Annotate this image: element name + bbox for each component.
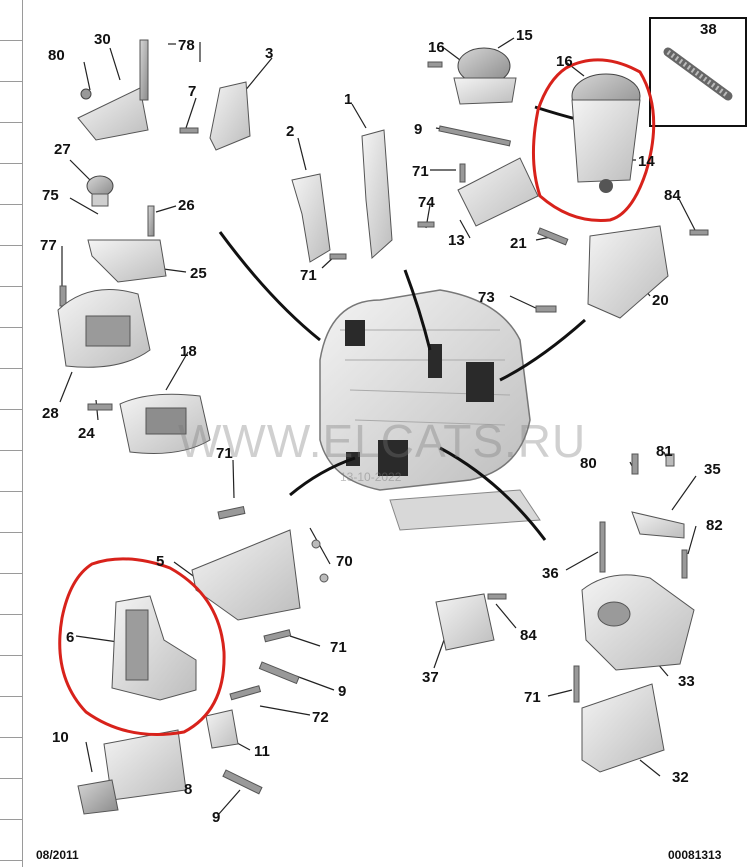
label-84-top: 84 — [664, 187, 681, 204]
strip-divider — [0, 368, 22, 369]
label-27: 27 — [54, 141, 71, 158]
label-9-top: 9 — [414, 121, 422, 138]
label-32: 32 — [672, 769, 689, 786]
strip-divider — [0, 204, 22, 205]
strip-divider — [0, 286, 22, 287]
inset-box-38 — [649, 17, 747, 127]
strip-divider — [0, 327, 22, 328]
strip-divider — [0, 737, 22, 738]
strip-divider — [0, 573, 22, 574]
label-36: 36 — [542, 565, 559, 582]
strip-divider — [0, 81, 22, 82]
watermark-date: 13-10-2022 — [340, 470, 402, 484]
label-77: 77 — [40, 237, 57, 254]
footer-reference-number: 00081313 — [668, 848, 722, 862]
strip-divider — [0, 491, 22, 492]
label-2: 2 — [286, 123, 294, 140]
strip-divider — [0, 450, 22, 451]
label-78: 78 — [178, 37, 195, 54]
label-11: 11 — [254, 743, 270, 760]
label-33: 33 — [678, 673, 695, 690]
label-13: 13 — [448, 232, 465, 249]
strip-divider — [0, 409, 22, 410]
label-71-right-of-6: 71 — [330, 639, 347, 656]
label-10: 10 — [52, 729, 69, 746]
strip-divider — [0, 778, 22, 779]
strip-divider — [0, 245, 22, 246]
mount-stack-25-28 — [57, 175, 167, 368]
label-26: 26 — [178, 197, 195, 214]
label-37: 37 — [422, 669, 439, 686]
bracket-part-32 — [573, 665, 665, 773]
bracket-part-5 — [191, 506, 329, 685]
mount-part-6 — [111, 595, 197, 701]
highlight-ring-part-14 — [532, 58, 656, 222]
label-14: 14 — [638, 153, 655, 170]
label-72: 72 — [312, 709, 329, 726]
bracket-parts-1-2-3 — [179, 81, 435, 263]
label-35: 35 — [704, 461, 721, 478]
mount-part-37 — [435, 593, 507, 651]
label-8: 8 — [184, 781, 192, 798]
strip-divider — [0, 819, 22, 820]
label-30: 30 — [94, 31, 111, 48]
label-15: 15 — [516, 27, 533, 44]
highlight-ring-part-6 — [58, 557, 226, 736]
strip-divider — [0, 532, 22, 533]
label-5: 5 — [156, 553, 164, 570]
label-80-right: 80 — [580, 455, 597, 472]
label-84-bottom: 84 — [520, 627, 537, 644]
bracket-parts-8-10-11 — [77, 685, 263, 815]
label-71-top: 71 — [412, 163, 429, 180]
label-16-right: 16 — [556, 53, 573, 70]
strip-divider — [0, 860, 22, 861]
label-1: 1 — [344, 91, 352, 108]
label-3: 3 — [265, 45, 273, 62]
label-73: 73 — [478, 289, 495, 306]
bracket-part-13 — [438, 125, 539, 227]
mount-part-15 — [427, 47, 517, 105]
label-20: 20 — [652, 292, 669, 309]
strip-divider — [0, 696, 22, 697]
strip-divider — [0, 655, 22, 656]
label-71-mid: 71 — [300, 267, 317, 284]
leader-lines — [59, 37, 697, 816]
label-71-lower: 71 — [216, 445, 233, 462]
label-6: 6 — [66, 629, 74, 646]
label-81: 81 — [656, 443, 673, 460]
label-7: 7 — [188, 83, 196, 100]
engine-block — [319, 289, 541, 531]
label-25: 25 — [190, 265, 207, 282]
mount-part-14 — [571, 73, 641, 193]
label-74: 74 — [418, 194, 435, 211]
label-16-left: 16 — [428, 39, 445, 56]
left-margin-strip — [0, 0, 23, 867]
bracket-part-30 — [77, 39, 149, 141]
bracket-part-35 — [631, 453, 688, 579]
watermark: WWW.ELCATS.RU — [178, 415, 587, 467]
label-70: 70 — [336, 553, 353, 570]
label-21: 21 — [510, 235, 527, 252]
label-9-bottom: 9 — [212, 809, 220, 826]
label-28: 28 — [42, 405, 59, 422]
label-71-bottom-right: 71 — [524, 689, 541, 706]
label-38: 38 — [700, 21, 717, 38]
label-82: 82 — [706, 517, 723, 534]
footer-date: 08/2011 — [36, 848, 79, 862]
label-75: 75 — [42, 187, 59, 204]
label-24: 24 — [78, 425, 95, 442]
strip-divider — [0, 40, 22, 41]
spring-part-38 — [663, 47, 733, 101]
mount-part-18 — [87, 393, 211, 454]
strip-divider — [0, 122, 22, 123]
label-80: 80 — [48, 47, 65, 64]
strip-divider — [0, 614, 22, 615]
label-9-mid: 9 — [338, 683, 346, 700]
strip-divider — [0, 163, 22, 164]
bracket-part-20 — [535, 225, 709, 319]
mount-part-33 — [581, 521, 695, 671]
label-18: 18 — [180, 343, 197, 360]
